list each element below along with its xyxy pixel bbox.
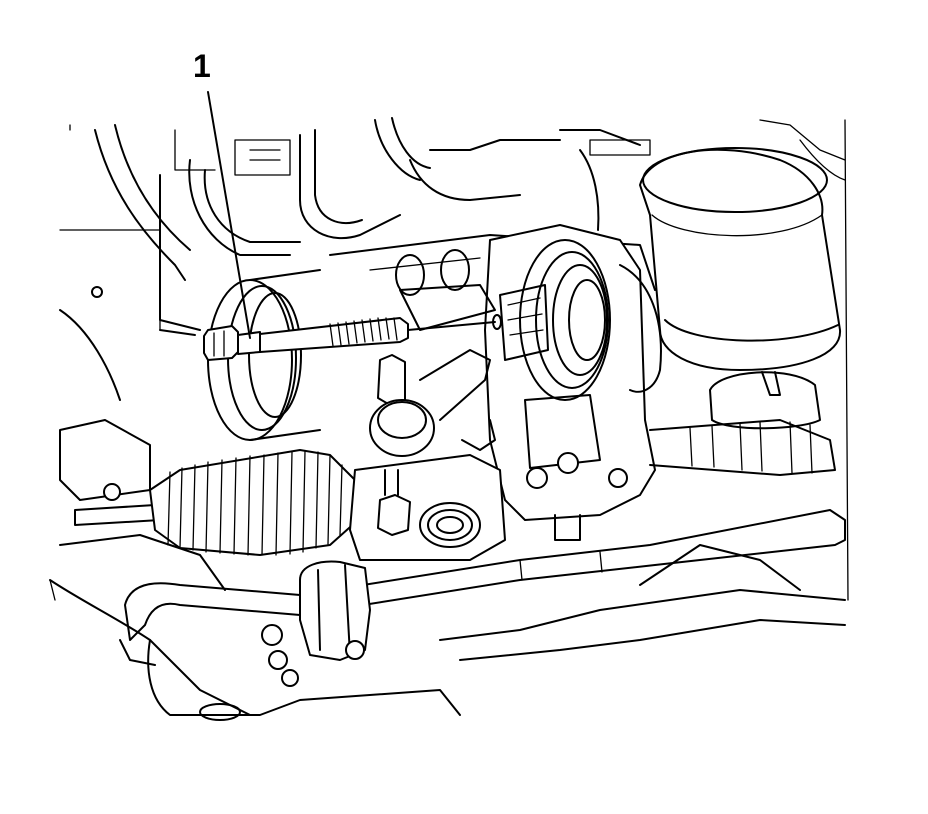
oil-filter xyxy=(639,147,842,430)
callout-number-1: 1 xyxy=(193,48,211,84)
tie-rod-end xyxy=(369,349,496,457)
stabilizer-bar xyxy=(124,509,846,661)
mount-bolt xyxy=(203,314,502,361)
lower-subframe xyxy=(49,534,846,721)
steering-gear xyxy=(59,419,836,561)
illustration-frame xyxy=(49,119,849,601)
callout-leader-line xyxy=(207,91,251,339)
engine-mount-bracket xyxy=(399,224,662,541)
